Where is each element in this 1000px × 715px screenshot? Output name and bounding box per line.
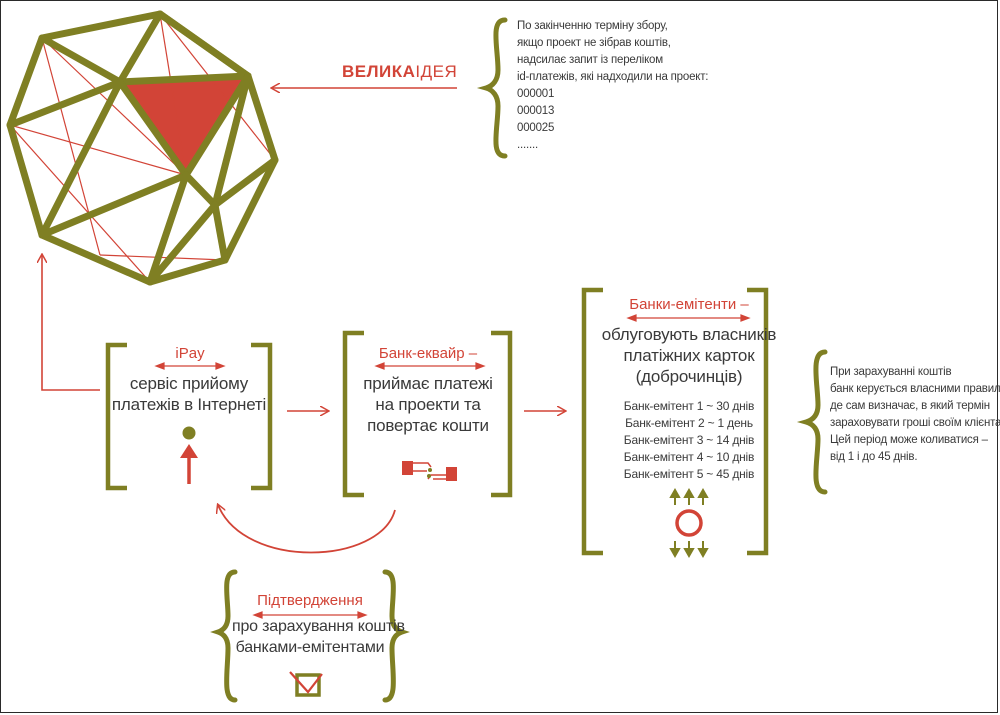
top-note-line: 000013 [517,105,555,117]
confirmation-line: про зарахування коштів [232,618,405,635]
right-note-line: банк керується власними правилами, [830,383,1000,395]
top-note-line: якщо проект не зібрав коштів, [517,37,671,49]
issuers-line: облуговують власників [601,325,777,344]
top-note-line: 000025 [517,122,555,134]
issuers-line: платіжних карток [623,346,755,365]
right-note-line: де сам визначає, в який термін [830,400,990,412]
ipay-description: сервіс прийому платежів в Інтернеті [110,373,268,415]
acquirer-description: приймає платежі на проекти та повертає к… [348,373,508,436]
ipay-line: платежів в Інтернеті [111,395,267,414]
top-note-brace [476,17,508,159]
confirmation-brace-right [382,569,410,703]
issuer-item: Банк-емітент 1 ~ 30 днів [623,399,755,413]
arrow-ipay-to-idea [42,255,100,391]
top-note-line: ....... [517,139,538,151]
ipay-line: сервіс прийому [129,374,249,393]
ipay-title: iPay [175,345,205,362]
issuer-item: Банк-емітент 2 ~ 1 день [625,416,753,430]
top-note-line: По закінченню терміну збору, [517,20,668,32]
confirmation-brace-left [210,569,238,703]
issuers-title: Банки-емітенти – [629,296,749,313]
right-note-line: Цей період може коливатися – [830,434,988,446]
top-note-line: id-платежів, які надходили на проект: [517,71,709,83]
acquirer-line: на проекти та [375,395,481,414]
person-up-arrow-icon [180,426,198,484]
issuers-description: облуговують власників платіжних карток (… [587,324,791,387]
acquirer-brackets [342,330,513,498]
issuer-item: Банк-емітент 5 ~ 45 днів [623,467,755,481]
top-note-line: 000001 [517,88,555,100]
big-idea-light: ІДЕЯ [415,62,458,81]
issuers-line: (доброчинців) [635,367,743,386]
confirmation-description: про зарахування коштів банками-емітентам… [232,616,405,658]
right-note-line: зараховувати гроші своїм клієнтам. [830,417,1000,429]
ipay-brackets [105,342,273,491]
title-underlines [154,314,751,619]
acquirer-line: повертає кошти [367,416,489,435]
checkbox-check-icon [289,671,323,697]
right-note: При зарахуванні коштів банк керується вл… [830,364,1000,466]
big-idea-label: ВЕЛИКАІДЕЯ [342,62,457,82]
confirmation-line: банками-емітентами [235,639,385,656]
issuers-brackets [581,287,769,556]
big-idea-bold: ВЕЛИКА [342,62,416,81]
circle-arrows-icon [669,487,709,559]
money-exchange-icon [402,461,457,481]
right-note-brace [796,349,828,495]
polyhedron-icon [6,10,279,286]
right-note-line: від 1 і до 45 днів. [830,451,918,463]
arrow-acquirer-to-ipay [218,505,396,554]
top-note: По закінченню терміну збору, якщо проект… [517,18,708,154]
top-note-line: надсилає запит із переліком [517,54,663,66]
confirmation-title: Підтвердження [257,592,363,609]
issuers-list: Банк-емітент 1 ~ 30 днів Банк-емітент 2 … [597,398,781,483]
issuer-item: Банк-емітент 3 ~ 14 днів [623,433,755,447]
acquirer-line: приймає платежі [363,374,493,393]
issuer-item: Банк-емітент 4 ~ 10 днів [623,450,755,464]
acquirer-title: Банк-еквайр – [378,345,478,362]
right-note-line: При зарахуванні коштів [830,366,952,378]
